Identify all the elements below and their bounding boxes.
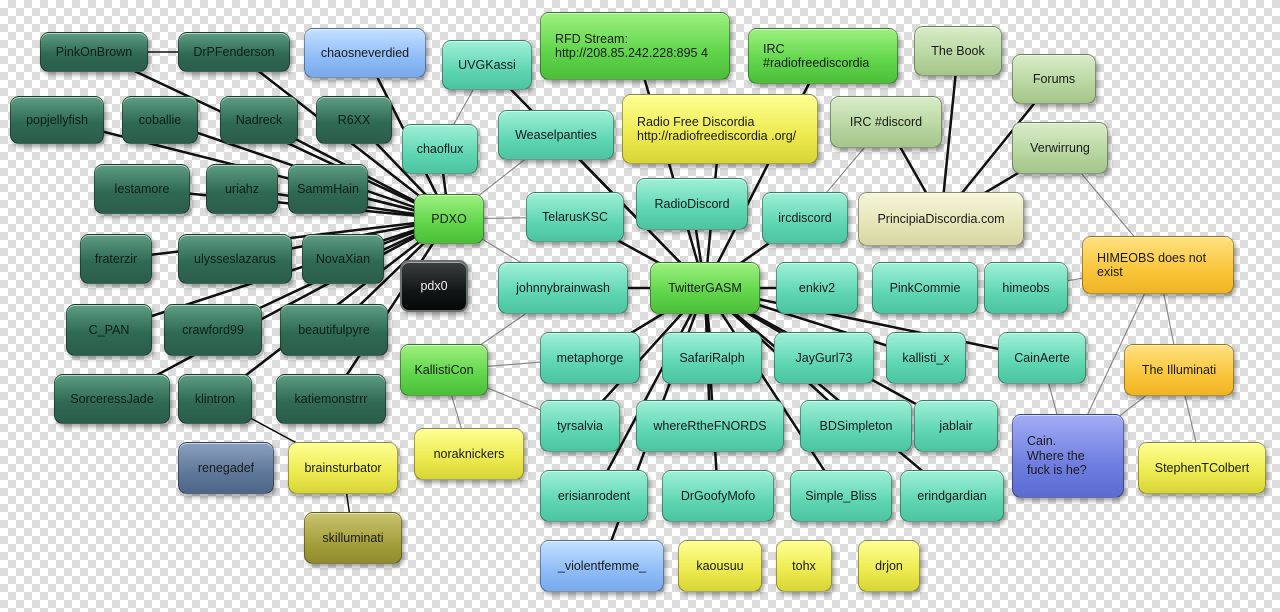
node-chaosneverdied[interactable]: chaosneverdied [304,28,426,78]
edge-principia-discordia-to-the-book [939,50,960,220]
edge-twittergasm-to-erindgardian [704,287,953,497]
node-jablair[interactable]: jablair [914,400,998,452]
node-violentfemme[interactable]: _violentfemme_ [540,540,664,592]
node-klintron[interactable]: klintron [178,374,252,424]
node-telaruksc[interactable]: TelarusKSC [526,192,624,242]
node-coballie[interactable]: coballie [122,96,198,144]
node-himeobs-does-not-exist[interactable]: HIMEOBS does not exist [1082,236,1234,294]
node-crawford99[interactable]: crawford99 [164,304,262,356]
node-kaousuu[interactable]: kaousuu [678,540,762,592]
node-the-illuminati[interactable]: The Illuminati [1124,344,1234,396]
node-radiodiscord[interactable]: RadioDiscord [636,178,748,230]
edge-twittergasm-to-cainaerte [704,286,1043,360]
node-wherertheфnords[interactable]: whereRtheFNORDS [636,400,784,452]
edge-twittergasm-to-uvgkassi [486,64,706,289]
node-kallisticon[interactable]: KallistiCon [400,344,488,396]
node-pinkonbrown[interactable]: PinkOnBrown [40,32,148,72]
edge-twittergasm-to-drgoofymofo [703,287,720,497]
node-the-book[interactable]: The Book [914,26,1002,76]
node-brainsturbator[interactable]: brainsturbator [288,442,398,494]
node-drgoofymofo[interactable]: DrGoofyMofo [662,470,774,522]
node-ulysseslazarus[interactable]: ulysseslazarus [178,234,292,284]
node-popjellyfish[interactable]: popjellyfish [10,96,104,144]
node-irc-discord[interactable]: IRC #discord [830,96,942,148]
node-verwirrung[interactable]: Verwirrung [1012,122,1108,174]
node-sammhain[interactable]: SammHain [288,164,368,214]
node-skilluminati[interactable]: skilluminati [304,512,402,564]
node-beautifulpyre[interactable]: beautifulpyre [280,304,388,356]
node-uriahz[interactable]: uriahz [206,164,278,214]
node-irc-radiofreediscordia[interactable]: IRC #radiofreediscordia [748,28,898,84]
node-erindgardian[interactable]: erindgardian [900,470,1004,522]
node-drpfenderson[interactable]: DrPFenderson [178,32,290,72]
node-forums[interactable]: Forums [1012,54,1096,104]
node-nadreck[interactable]: Nadreck [220,96,298,144]
node-tohx[interactable]: tohx [776,540,832,592]
edge-twittergasm-to-erisianrodent [592,287,707,497]
node-pdx0[interactable]: pdx0 [400,260,468,312]
node-johnnybrainwash[interactable]: johnnybrainwash [498,262,628,314]
edge-twittergasm-to-irc-radiofreediscordia [703,55,825,289]
node-rfd-stream[interactable]: RFD Stream: http://208.85.242.228:895 4 [540,12,730,80]
node-cain-where[interactable]: Cain. Where the fuck is he? [1012,414,1124,498]
node-cainaerte[interactable]: CainAerte [998,332,1086,384]
node-radio-free-discordia[interactable]: Radio Free Discordia http://radiofreedis… [622,94,818,164]
node-renegadef[interactable]: renegadef [178,442,274,494]
node-noraknickers[interactable]: noraknickers [414,428,524,480]
node-safariralph[interactable]: SafariRalph [662,332,762,384]
node-principia-discordia[interactable]: PrincipiaDiscordia.com [858,192,1024,246]
node-pinkcommie[interactable]: PinkCommie [872,262,978,314]
node-r6xx[interactable]: R6XX [316,96,392,144]
edge-twittergasm-to-simple-bliss [703,287,843,497]
node-erisianrodent[interactable]: erisianrodent [540,470,648,522]
node-stephentcolbert[interactable]: StephenTColbert [1138,442,1266,494]
node-jaygurl73[interactable]: JayGurl73 [774,332,874,384]
node-chaoflux[interactable]: chaoflux [402,124,478,174]
node-ircdiscord[interactable]: ircdiscord [762,192,848,244]
node-c-pan[interactable]: C_PAN [66,304,152,356]
node-enkiv2[interactable]: enkiv2 [776,262,858,314]
node-pdxo[interactable]: PDXO [414,194,484,244]
node-tyrsalvia[interactable]: tyrsalvia [540,400,620,452]
node-fraterzir[interactable]: fraterzir [80,234,152,284]
node-metaphorge[interactable]: metaphorge [540,332,640,384]
node-weaselpanties[interactable]: Weaselpanties [498,110,614,160]
edge-twittergasm-to-rfd-stream [633,45,707,289]
node-himeobs[interactable]: himeobs [984,262,1068,314]
node-drjon[interactable]: drjon [858,540,920,592]
node-simple-bliss[interactable]: Simple_Bliss [790,470,892,522]
node-katiemonstrrr[interactable]: katiemonstrrr [276,374,386,424]
node-bdsimpleton[interactable]: BDSimpleton [800,400,912,452]
edge-pdxo-to-katiemonstrrr [329,218,451,400]
node-novaxian[interactable]: NovaXian [302,234,384,284]
node-uvgkassi[interactable]: UVGKassi [442,40,532,90]
node-kallisti-x[interactable]: kallisti_x [886,332,966,384]
node-lestamore[interactable]: lestamore [94,164,190,214]
node-twittergasm[interactable]: TwitterGASM [650,262,760,314]
node-sorceressjade[interactable]: SorceressJade [54,374,170,424]
